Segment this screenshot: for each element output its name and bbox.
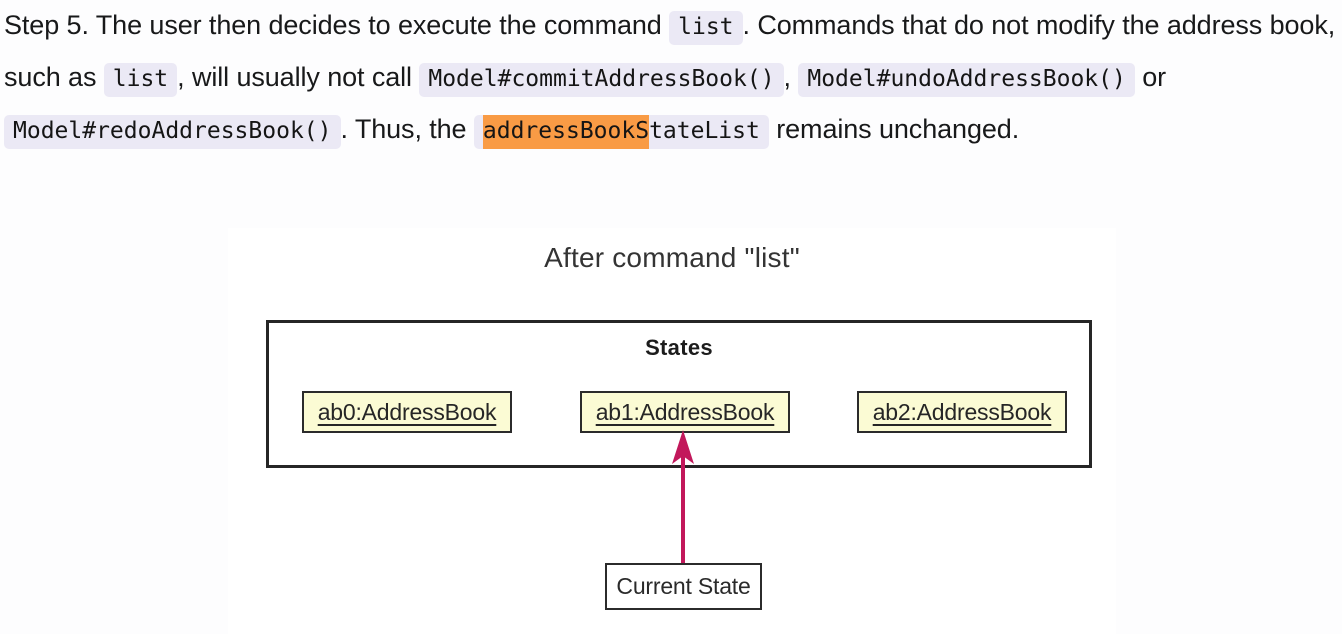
paragraph-text-segment-4: , <box>783 62 799 92</box>
code-address-book-state-list: addressBookStateList <box>473 115 769 149</box>
code-list-1: list <box>669 11 743 45</box>
state-node-ab2-label: ab2:AddressBook <box>872 398 1052 425</box>
state-node-ab0-label: ab0:AddressBook <box>317 398 497 425</box>
state-node-ab1: ab1:AddressBook <box>580 391 790 433</box>
paragraph-text-segment-5: or <box>1134 62 1167 92</box>
paragraph-text-segment-6: . Thus, the <box>340 114 474 144</box>
code-list-2: list <box>103 63 178 97</box>
state-node-ab2: ab2:AddressBook <box>857 391 1067 433</box>
states-container-title: States <box>645 335 713 360</box>
step-description-paragraph: Step 5. The user then decides to execute… <box>4 0 1342 156</box>
paragraph-text-segment-2: . Commands that do not modify the addres… <box>4 10 1336 92</box>
states-container: States ab0:AddressBook ab1:AddressBook a… <box>266 320 1092 468</box>
state-diagram-image: After command "list" States ab0:AddressB… <box>228 228 1116 634</box>
search-match-highlight: addressBookS <box>482 115 650 149</box>
code-address-book-state-list-rest: tateList <box>649 118 760 144</box>
diagram-title: After command "list" <box>544 242 800 273</box>
paragraph-text-segment-7: remains unchanged. <box>768 114 1020 144</box>
current-state-callout: Current State <box>605 563 762 610</box>
code-model-commit-address-book: Model#commitAddressBook() <box>419 63 784 97</box>
state-node-ab0: ab0:AddressBook <box>302 391 512 433</box>
paragraph-text-segment-3: , will usually not call <box>177 62 420 92</box>
paragraph-text-segment-1: Step 5. The user then decides to execute… <box>4 10 670 40</box>
code-model-redo-address-book: Model#redoAddressBook() <box>4 115 341 149</box>
current-state-callout-label: Current State <box>616 573 751 599</box>
code-model-undo-address-book: Model#undoAddressBook() <box>798 63 1135 97</box>
state-node-ab1-label: ab1:AddressBook <box>595 398 775 425</box>
